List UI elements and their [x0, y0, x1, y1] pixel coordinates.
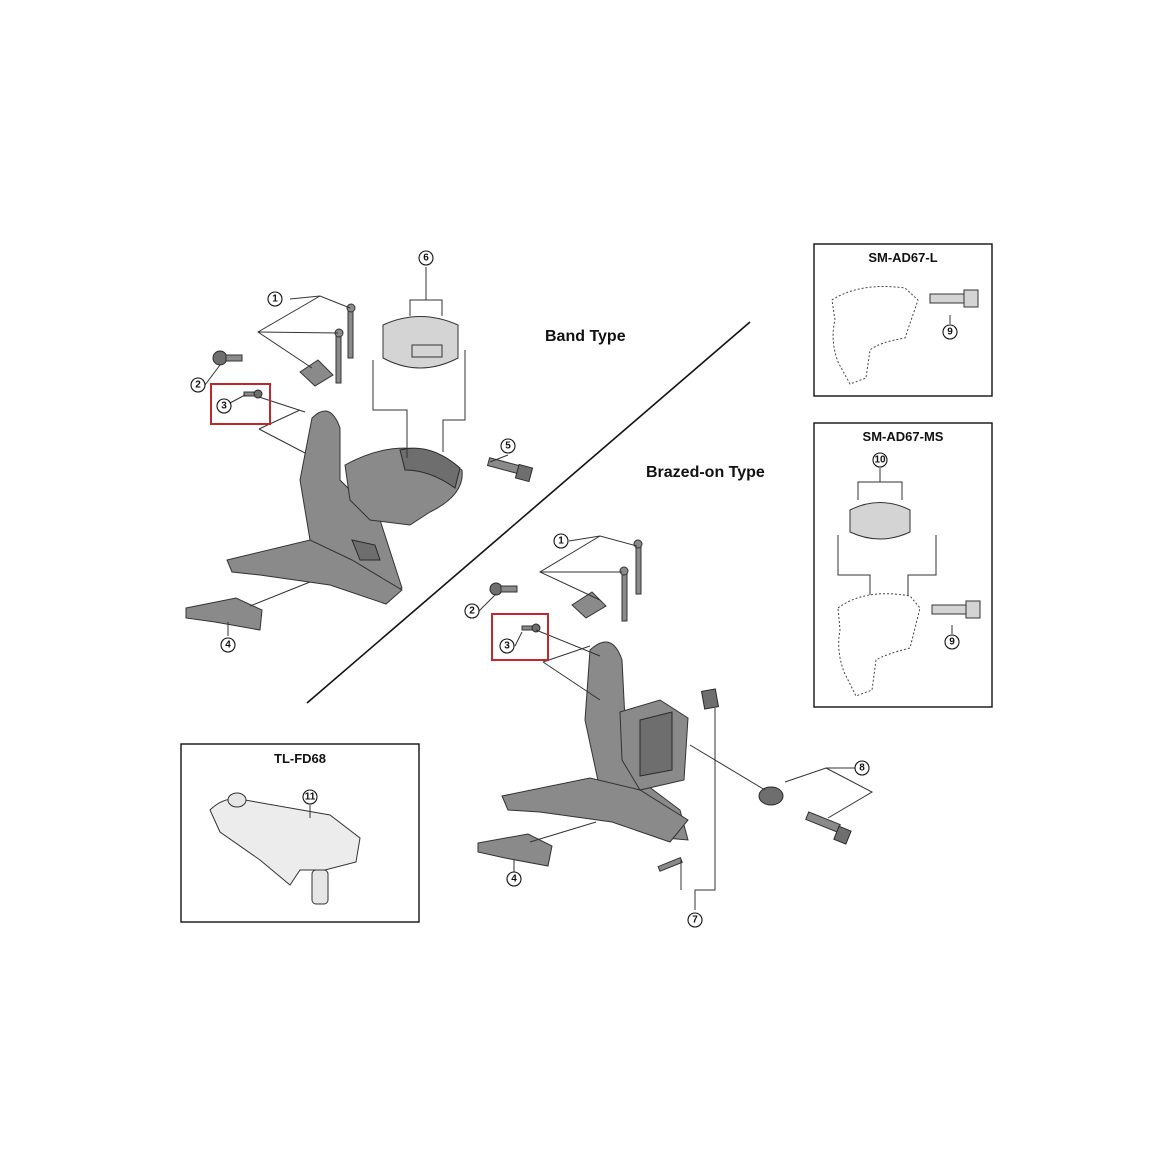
ad67ms-callout-9: 9 [944, 634, 960, 650]
svg-text:3: 3 [221, 401, 227, 412]
chain-guide-part [477, 833, 553, 867]
tool-stem-part [311, 869, 329, 905]
brazed-callout-7: 7 [687, 912, 703, 928]
sm-ad67-l-box: SM-AD67-L 9 [813, 243, 993, 397]
band-type-title: Band Type [545, 328, 626, 345]
front-derailleur-body [501, 641, 689, 843]
band-highlight-box [210, 383, 271, 425]
adjust-screw-part [212, 350, 243, 366]
shim-ring-part [849, 502, 911, 540]
small-screw-part [243, 389, 263, 399]
svg-text:3: 3 [504, 641, 510, 652]
svg-text:7: 7 [692, 915, 698, 926]
clamp-bolt-part [486, 457, 534, 483]
sm-ad67-l-title: SM-AD67-L [868, 250, 937, 265]
svg-text:6: 6 [423, 253, 429, 264]
ad67ms-callout-10: 10 [872, 452, 888, 468]
pin-part [657, 856, 683, 872]
svg-text:9: 9 [949, 637, 955, 648]
band-callout-4: 4 [220, 637, 236, 653]
band-callout-2: 2 [190, 377, 206, 393]
svg-text:4: 4 [511, 874, 517, 885]
brazed-callout-3: 3 [499, 638, 515, 654]
tlfd68-callout-11: 11 [302, 789, 318, 805]
brazed-on-assembly: 1 2 3 4 7 8 [464, 533, 874, 928]
band-callout-3: 3 [216, 398, 232, 414]
tl-fd68-box: TL-FD68 11 [180, 743, 420, 923]
plate-part [299, 359, 334, 387]
brazed-callout-1: 1 [553, 533, 569, 549]
svg-text:5: 5 [505, 441, 511, 452]
band-clamp-part [382, 316, 459, 369]
brazed-on-type-title: Brazed-on Type [646, 464, 765, 481]
svg-text:4: 4 [225, 640, 231, 651]
shim-part [700, 688, 720, 710]
sm-ad67-ms-title: SM-AD67-MS [863, 429, 944, 444]
front-derailleur-body [226, 410, 463, 605]
svg-text:11: 11 [305, 792, 316, 803]
section-divider-line [306, 321, 751, 704]
plate-part [571, 591, 607, 619]
brazed-callout-8: 8 [854, 760, 870, 776]
adapter-outline [831, 286, 919, 385]
band-callout-5: 5 [500, 438, 516, 454]
tl-fd68-title: TL-FD68 [274, 751, 326, 766]
svg-text:2: 2 [195, 380, 201, 391]
small-screw-part [521, 623, 541, 633]
bolt-pair-part [334, 303, 356, 384]
sm-ad67-ms-box: SM-AD67-MS 10 9 [813, 422, 993, 708]
brazed-callout-4: 4 [506, 871, 522, 887]
svg-text:1: 1 [558, 536, 564, 547]
adapter-bolt-part [929, 289, 979, 308]
ad67l-callout-9: 9 [942, 324, 958, 340]
bolt-pair-part [619, 539, 643, 622]
chain-guide-part [185, 597, 263, 631]
band-type-assembly: 1 2 3 4 5 6 [185, 250, 534, 653]
svg-text:8: 8 [859, 763, 865, 774]
brazed-leader-lines [478, 535, 874, 910]
brazed-callout-2: 2 [464, 603, 480, 619]
svg-text:2: 2 [469, 606, 475, 617]
band-leader-lines [204, 267, 509, 636]
tool-knob-part [227, 792, 247, 808]
svg-text:1: 1 [272, 294, 278, 305]
band-callout-6: 6 [418, 250, 434, 266]
svg-text:9: 9 [947, 327, 953, 338]
svg-text:10: 10 [874, 455, 886, 466]
adjust-screw-part [489, 582, 518, 596]
adapter-outline [837, 593, 921, 697]
band-callout-1: 1 [267, 291, 283, 307]
mount-bolt-part [758, 786, 852, 845]
brazed-highlight-box [491, 613, 549, 661]
adapter-bolt-part [931, 600, 981, 619]
